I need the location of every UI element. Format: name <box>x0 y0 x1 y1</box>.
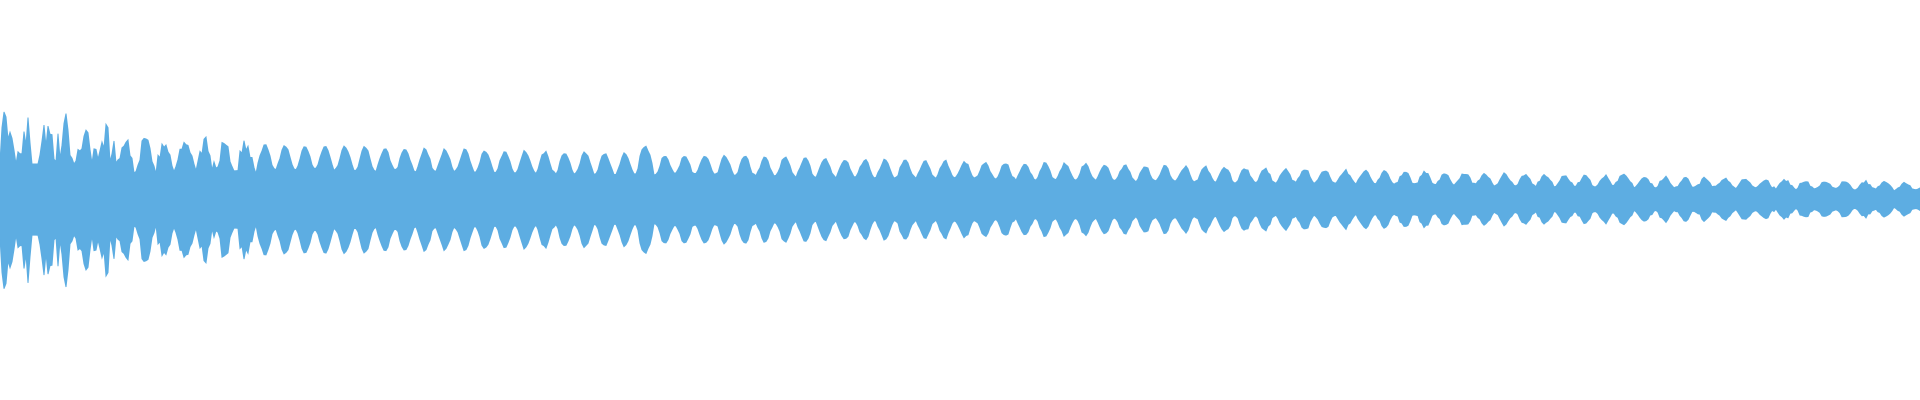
waveform-shape <box>0 111 1920 289</box>
